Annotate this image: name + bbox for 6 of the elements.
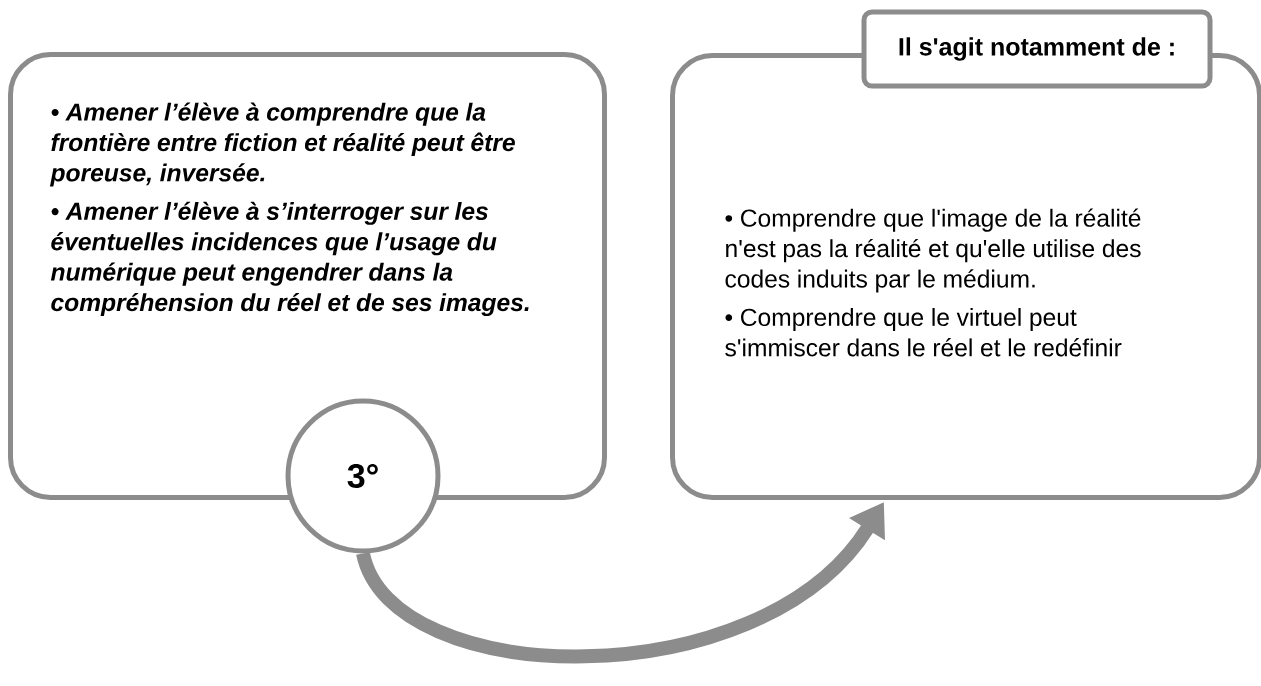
rounded-box xyxy=(8,52,607,500)
bullet-text: • Amener l’élève à s’interroger sur les éventuelles incidences que l’usage du numérique peut engendrer dans la compréhension du réel et de ses images. xyxy=(50,201,529,317)
bullet-text: • Comprendre que l'image de la réalité n'est pas la réalité et qu'elle utilise des codes induits par le médium. xyxy=(725,208,1141,293)
bullet-text: • Comprendre que le virtuel peut s'immiscer dans le réel et le redéfinir xyxy=(725,308,1122,357)
heading-tab: Il s'agit notamment de : xyxy=(861,9,1213,89)
bullet-text: • Amener l’élève à comprendre que la frontière entre fiction et réalité peut être poreuse, inversée. xyxy=(49,102,515,187)
